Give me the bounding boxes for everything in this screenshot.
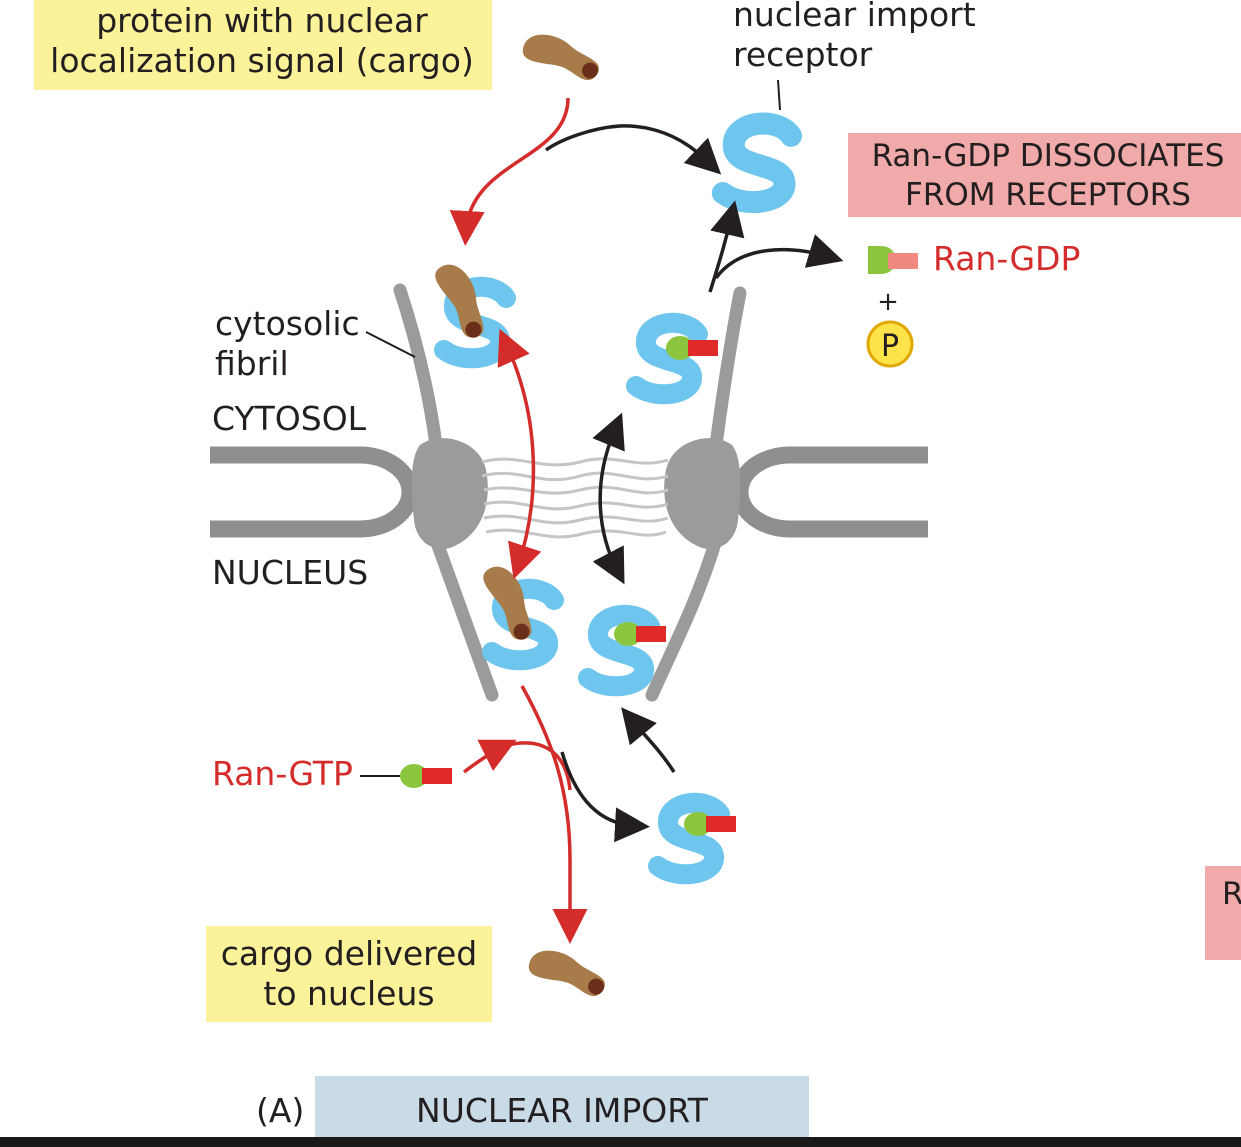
delivered-label: cargo delivered to nucleus (206, 926, 492, 1022)
ran-gdp-released: Ran-GDP + P (866, 239, 1080, 368)
cargo-label-line1: protein with nuclear (96, 1, 428, 40)
receptor-label: nuclear import receptor (733, 0, 976, 111)
receptor-ran-complex-lower (658, 803, 736, 874)
delivered-label-line1: cargo delivered (221, 934, 478, 973)
fibril-leader-line (365, 331, 416, 358)
bottom-edge-bar (0, 1137, 1241, 1147)
plus-sign: + (877, 287, 899, 317)
dissociate-label: Ran-GDP DISSOCIATES FROM RECEPTORS (848, 133, 1241, 217)
import-receptor-free (723, 123, 791, 202)
ran-gtp-molecule (400, 764, 452, 788)
fibril-label-line1: cytosolic (215, 304, 360, 343)
cargo-protein-nucleus (525, 946, 610, 999)
receptor-label-line2: receptor (733, 35, 873, 74)
receptor-cargo-complex-nucleus (473, 559, 554, 660)
dissociate-label-line2: FROM RECEPTORS (905, 177, 1191, 213)
cargo-label: protein with nuclear localization signal… (34, 0, 492, 90)
receptor-ran-complex-cytosol (636, 323, 718, 394)
panel-letter: (A) (256, 1091, 304, 1130)
nuclear-pore-complex (393, 283, 747, 702)
panel-title-text: NUCLEAR IMPORT (416, 1091, 709, 1130)
phosphate-label: P (881, 329, 899, 364)
dissociate-label-line1: Ran-GDP DISSOCIATES (872, 138, 1225, 174)
receptor-ran-complex-nucleus (588, 615, 666, 686)
cargo-protein-cytosol (519, 30, 604, 83)
cut-off-label: R (1205, 866, 1241, 960)
fibril-label-line2: fibril (215, 344, 289, 383)
cut-off-letter: R (1222, 876, 1241, 912)
phosphate-icon (866, 320, 914, 368)
receptor-label-line1: nuclear import (733, 0, 976, 34)
cargo-label-line2: localization signal (cargo) (50, 41, 474, 80)
receptor-cargo-complex-cytosol (425, 257, 506, 358)
panel-title: (A) NUCLEAR IMPORT (256, 1076, 809, 1140)
ran-gtp-label: Ran-GTP (212, 754, 353, 793)
delivered-label-line2: to nucleus (263, 974, 434, 1013)
ran-gdp-label: Ran-GDP (933, 239, 1080, 278)
transport-arrows (449, 97, 844, 944)
nucleus-label: NUCLEUS (212, 553, 368, 592)
cytosol-label: CYTOSOL (212, 399, 367, 438)
